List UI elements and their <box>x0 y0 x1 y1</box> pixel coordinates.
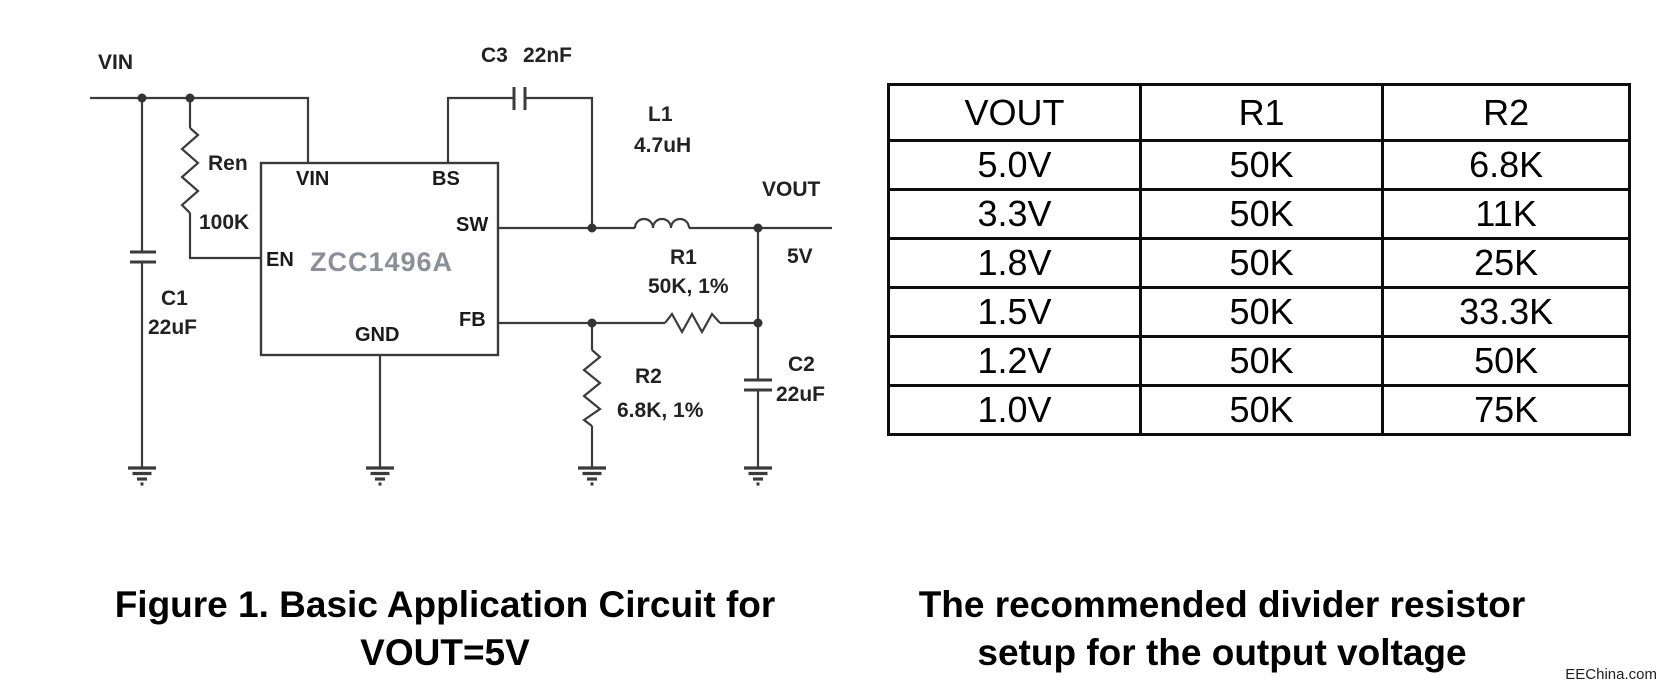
ground-symbol <box>126 466 158 486</box>
l1-name-label: L1 <box>648 103 673 126</box>
table-row: 1.8V 50K 25K <box>887 237 1631 289</box>
cell-r2: 25K <box>1381 237 1631 289</box>
ground-symbol <box>576 466 608 486</box>
table-row: 1.0V 50K 75K <box>887 384 1631 436</box>
cell-r2: 11K <box>1381 188 1631 240</box>
c2-value-label: 22uF <box>776 383 826 406</box>
figure-caption-line2: VOUT=5V <box>360 632 530 673</box>
ground-symbol <box>364 466 396 486</box>
divider-resistor-table: VOUT R1 R2 5.0V 50K 6.8K 3.3V 50K 11K 1.… <box>887 83 1631 436</box>
cell-r2: 75K <box>1381 384 1631 436</box>
ground-symbol <box>742 466 774 486</box>
cell-r2: 6.8K <box>1381 139 1631 191</box>
c1-name-label: C1 <box>161 287 188 310</box>
figure-caption: Figure 1. Basic Application Circuit for … <box>95 581 795 677</box>
table-caption: The recommended divider resistor setup f… <box>872 581 1572 677</box>
pin-vin-label: VIN <box>296 168 330 190</box>
c2-name-label: C2 <box>788 353 815 376</box>
r2-resistor-symbol <box>582 349 602 427</box>
c2-capacitor-symbol <box>744 378 772 392</box>
pin-bs-label: BS <box>432 168 460 190</box>
table-header-row: VOUT R1 R2 <box>887 83 1631 142</box>
r2-value-label: 6.8K, 1% <box>617 399 704 422</box>
c1-capacitor-symbol <box>130 250 156 264</box>
table-caption-line2: setup for the output voltage <box>977 632 1467 673</box>
r1-value-label: 50K, 1% <box>648 275 729 298</box>
ren-resistor-symbol <box>180 127 200 214</box>
table-caption-line1: The recommended divider resistor <box>918 584 1526 625</box>
table-row: 3.3V 50K 11K <box>887 188 1631 240</box>
r2-name-label: R2 <box>635 365 662 388</box>
vin-terminal-label: VIN <box>98 51 134 74</box>
junction-dots <box>137 93 763 328</box>
watermark-text: EEChina.com <box>1565 666 1657 683</box>
cell-r2: 50K <box>1381 335 1631 387</box>
circuit-wires <box>90 87 832 468</box>
cell-r1: 50K <box>1138 188 1385 240</box>
cell-r1: 50K <box>1138 139 1385 191</box>
table-row: 1.2V 50K 50K <box>887 335 1631 387</box>
pin-en-label: EN <box>266 249 294 271</box>
l1-inductor-symbol <box>633 217 691 229</box>
cell-vout: 1.8V <box>887 237 1142 289</box>
c1-value-label: 22uF <box>148 316 198 339</box>
vout-value-label: 5V <box>787 245 813 268</box>
r1-name-label: R1 <box>670 246 697 269</box>
chip-body <box>259 161 500 357</box>
ren-value-label: 100K <box>199 211 250 234</box>
pin-fb-label: FB <box>459 309 486 331</box>
pin-gnd-label: GND <box>355 324 400 346</box>
table-header-r1: R1 <box>1138 83 1385 142</box>
cell-vout: 1.5V <box>887 286 1142 338</box>
r1-resistor-symbol <box>664 311 721 335</box>
vin-rail-wire <box>90 96 310 163</box>
table-row: 1.5V 50K 33.3K <box>887 286 1631 338</box>
cell-r1: 50K <box>1138 335 1385 387</box>
chip-part-number: ZCC1496A <box>310 247 454 277</box>
c3-capacitor-symbol <box>512 87 527 110</box>
cell-r2: 33.3K <box>1381 286 1631 338</box>
cell-vout: 5.0V <box>887 139 1142 191</box>
l1-value-label: 4.7uH <box>634 134 692 157</box>
bs-bootstrap-wire <box>446 96 594 228</box>
figure-caption-line1: Figure 1. Basic Application Circuit for <box>114 584 776 625</box>
pin-sw-label: SW <box>456 214 489 236</box>
table-header-vout: VOUT <box>887 83 1142 142</box>
cell-r1: 50K <box>1138 286 1385 338</box>
ren-name-label: Ren <box>208 152 248 175</box>
c3-value-label: 22nF <box>523 44 573 67</box>
cell-r1: 50K <box>1138 237 1385 289</box>
cell-vout: 3.3V <box>887 188 1142 240</box>
table-header-r2: R2 <box>1381 83 1631 142</box>
cell-r1: 50K <box>1138 384 1385 436</box>
en-wire <box>188 213 261 260</box>
table-row: 5.0V 50K 6.8K <box>887 139 1631 191</box>
cell-vout: 1.0V <box>887 384 1142 436</box>
cell-vout: 1.2V <box>887 335 1142 387</box>
c3-name-label: C3 <box>481 44 508 67</box>
vout-terminal-label: VOUT <box>762 178 821 201</box>
